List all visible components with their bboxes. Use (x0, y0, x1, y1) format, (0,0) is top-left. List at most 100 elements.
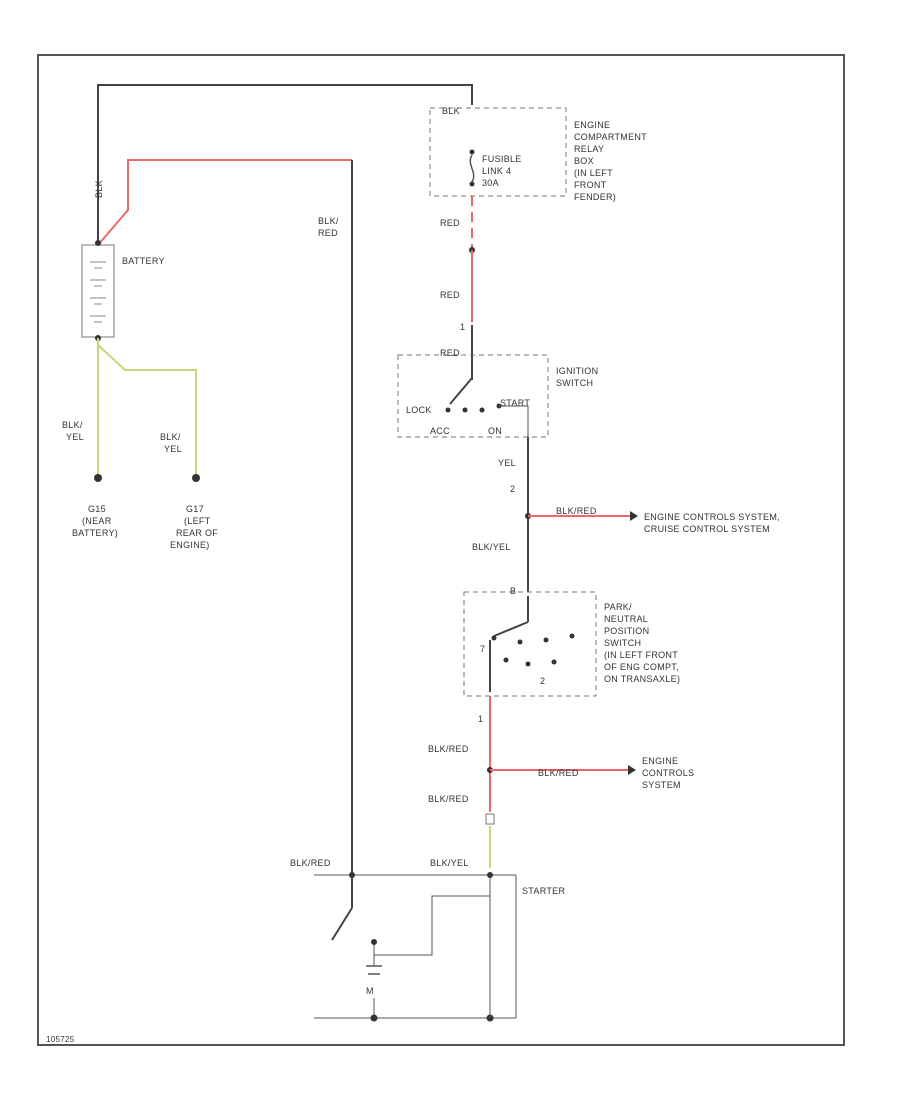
wire-label-blk-yel-right-1: BLK/ (160, 432, 181, 442)
fuse-terminal-top (469, 149, 475, 155)
engine-control-2-line2: CONTROLS (642, 768, 694, 778)
relay-box-line5: (IN LEFT (574, 168, 613, 178)
arrow-engine-control-1 (630, 511, 638, 521)
ground-left-rear-line2: (LEFT (184, 516, 211, 526)
pin-label-pnp-out: 1 (478, 714, 483, 724)
arrow-engine-control-2 (628, 765, 636, 775)
pnp-pin-label-2: 2 (540, 676, 545, 686)
ignition-switch-line1: IGNITION (556, 366, 598, 376)
pnp-contact-2 (517, 639, 523, 645)
relay-box-line2: COMPARTMENT (574, 132, 647, 142)
fusible-link-line1: FUSIBLE (482, 154, 522, 164)
relay-box-line6: FRONT (574, 180, 607, 190)
wire-label-blk-top: BLK (94, 180, 104, 198)
relay-box-line7: FENDER) (574, 192, 616, 202)
connector-starter (485, 813, 495, 825)
engine-control-2-line3: SYSTEM (642, 780, 681, 790)
pnp-contact-6 (525, 661, 531, 667)
pnp-line7: ON TRANSAXLE) (604, 674, 680, 684)
wire-label-blk-yel-mid: BLK/YEL (472, 542, 511, 552)
wire-label-blk-yel-starter: BLK/YEL (430, 858, 469, 868)
starter-motor-symbol (366, 965, 382, 975)
wire-label-blk-yel-right-2: YEL (164, 444, 182, 454)
wire-label-blk-red-left-2: RED (318, 228, 338, 238)
starter-motor-m: M (366, 986, 374, 996)
ignition-contact-lock (445, 407, 451, 413)
fusible-link-symbol (469, 154, 475, 183)
battery-symbol (81, 244, 115, 338)
ignition-contact-acc (462, 407, 468, 413)
starter-solenoid-contact (331, 907, 353, 941)
wire-label-blk-red-2: BLK/RED (428, 794, 469, 804)
relay-box-line1: ENGINE (574, 120, 610, 130)
wire-label-yel-ign-out: YEL (498, 458, 516, 468)
pnp-line2: NEUTRAL (604, 614, 648, 624)
wire-label-red-1: RED (440, 218, 460, 228)
starter-terminal-b (349, 872, 355, 878)
engine-control-1-line2: CRUISE CONTROL SYSTEM (644, 524, 770, 534)
pnp-line3: POSITION (604, 626, 649, 636)
ground-left-rear-line3: REAR OF (176, 528, 218, 538)
pnp-switch-lever (493, 621, 529, 637)
pnp-contact-3 (543, 637, 549, 643)
pnp-line1: PARK/ (604, 602, 632, 612)
wire-label-blk-red-starter: BLK/RED (290, 858, 331, 868)
ground-left-rear-line1: G17 (186, 504, 204, 514)
fusible-link-line3: 30A (482, 178, 499, 188)
ground-left-rear-line4: ENGINE) (170, 540, 210, 550)
wire-label-branch-1: BLK/RED (556, 506, 597, 516)
wire-label-red-ign: RED (440, 348, 460, 358)
fusible-link-line2: LINK 4 (482, 166, 511, 176)
fuse-terminal-bottom (469, 181, 475, 187)
park-neutral-switch-outline (463, 591, 597, 697)
battery-positive-terminal (95, 240, 101, 246)
ground-point-1 (94, 474, 102, 482)
pin-label-pnp-in: B (510, 586, 516, 596)
ignition-switch-lever (449, 377, 473, 405)
wire-battery-to-fuse (97, 84, 473, 245)
pnp-contact-1 (491, 635, 497, 641)
ground-near-battery-line2: (NEAR (82, 516, 112, 526)
relay-box-line3: RELAY (574, 144, 604, 154)
relay-box-line4: BOX (574, 156, 594, 166)
ignition-acc-label: ACC (430, 426, 450, 436)
battery-cells (90, 261, 106, 323)
pnp-pin-label: 7 (480, 644, 485, 654)
pin-label-ign-out: 2 (510, 484, 515, 494)
ignition-on-label: ON (488, 426, 502, 436)
pnp-line5: (IN LEFT FRONT (604, 650, 678, 660)
wire-label-blk-fuse: BLK (442, 106, 460, 116)
wire-label-blk-red-1: BLK/RED (428, 744, 469, 754)
wire-label-red-2: RED (440, 290, 460, 300)
diagram-frame (37, 54, 845, 1046)
starter-motor-terminal (371, 939, 377, 945)
engine-control-1-line1: ENGINE CONTROLS SYSTEM, (644, 512, 780, 522)
wire-label-blk-yel-left-2: YEL (66, 432, 84, 442)
ground-near-battery-line3: BATTERY) (72, 528, 118, 538)
battery-label: BATTERY (122, 256, 165, 266)
pin-label-ign-in: 1 (460, 322, 465, 332)
pnp-line4: SWITCH (604, 638, 641, 648)
starter-label: STARTER (522, 886, 565, 896)
wire-label-branch-2: BLK/RED (538, 768, 579, 778)
wire-ground-2 (97, 344, 197, 476)
ignition-switch-line2: SWITCH (556, 378, 593, 388)
wire-label-blk-yel-left-1: BLK/ (62, 420, 83, 430)
engine-control-2-line1: ENGINE (642, 756, 678, 766)
ignition-start-path (499, 405, 529, 437)
pnp-contact-4 (569, 633, 575, 639)
pnp-contact-5 (503, 657, 509, 663)
ground-near-battery-line1: G15 (88, 504, 106, 514)
starter-ground-dot-1 (370, 1014, 378, 1022)
ignition-start-label: START (500, 398, 530, 408)
wire-battery-red (97, 159, 352, 246)
ignition-switch-outline (397, 354, 549, 438)
ignition-lock-label: LOCK (406, 405, 432, 415)
relay-box-outline (429, 107, 567, 197)
wire-label-blk-red-left-1: BLK/ (318, 216, 339, 226)
pnp-line6: OF ENG COMPT, (604, 662, 679, 672)
ignition-contact-on (479, 407, 485, 413)
ground-point-2 (192, 474, 200, 482)
